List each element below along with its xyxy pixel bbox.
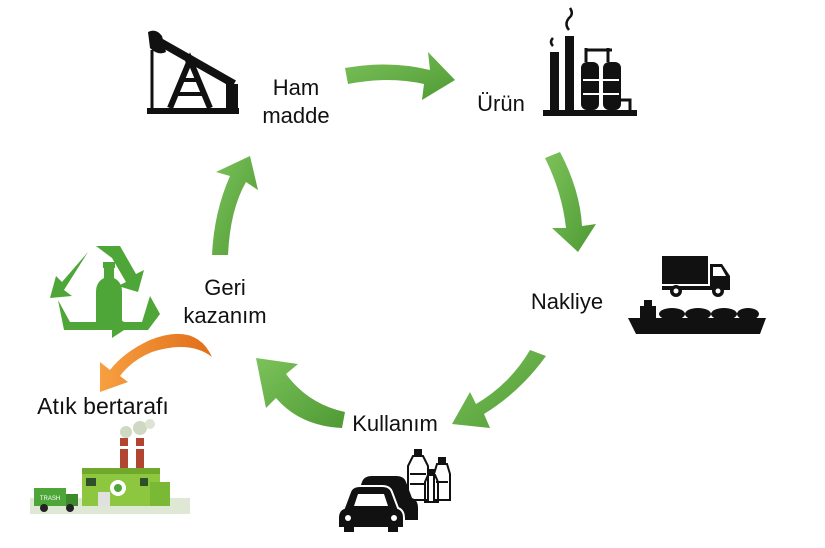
label-usage: Kullanım xyxy=(352,411,438,436)
cycle-arrow-transport-to-usage xyxy=(452,350,546,428)
label-recovery-line1: Geri xyxy=(204,275,246,300)
factory-truck-sign: TRASH xyxy=(40,496,60,502)
bottles-icon xyxy=(407,449,451,503)
label-recovery: Geri kazanım xyxy=(170,274,280,330)
refinery-icon xyxy=(543,7,637,116)
label-transport: Nakliye xyxy=(530,289,604,314)
label-recovery-line2: kazanım xyxy=(183,303,267,328)
ship-icon xyxy=(628,300,766,334)
label-raw-material-line1: Ham xyxy=(272,75,320,100)
cycle-arrow-recovery-to-raw xyxy=(212,156,258,255)
cycle-arrow-usage-to-recovery xyxy=(256,358,345,428)
label-disposal: Atık bertarafı xyxy=(37,393,169,419)
truck-icon xyxy=(662,256,730,297)
cycle-arrow-product-to-transport xyxy=(545,152,596,252)
cycle-arrow-raw-to-product xyxy=(345,52,455,100)
disposal-arrow xyxy=(100,333,212,392)
label-raw-material: Ham madde xyxy=(246,74,346,130)
label-product: Ürün xyxy=(477,91,525,116)
label-raw-material-line2: madde xyxy=(262,103,330,128)
recycling-factory-icon: TRASH xyxy=(30,419,190,514)
cars-icon xyxy=(337,476,418,532)
oil-pump-icon xyxy=(147,30,239,114)
recycle-bottle-icon xyxy=(50,246,160,338)
